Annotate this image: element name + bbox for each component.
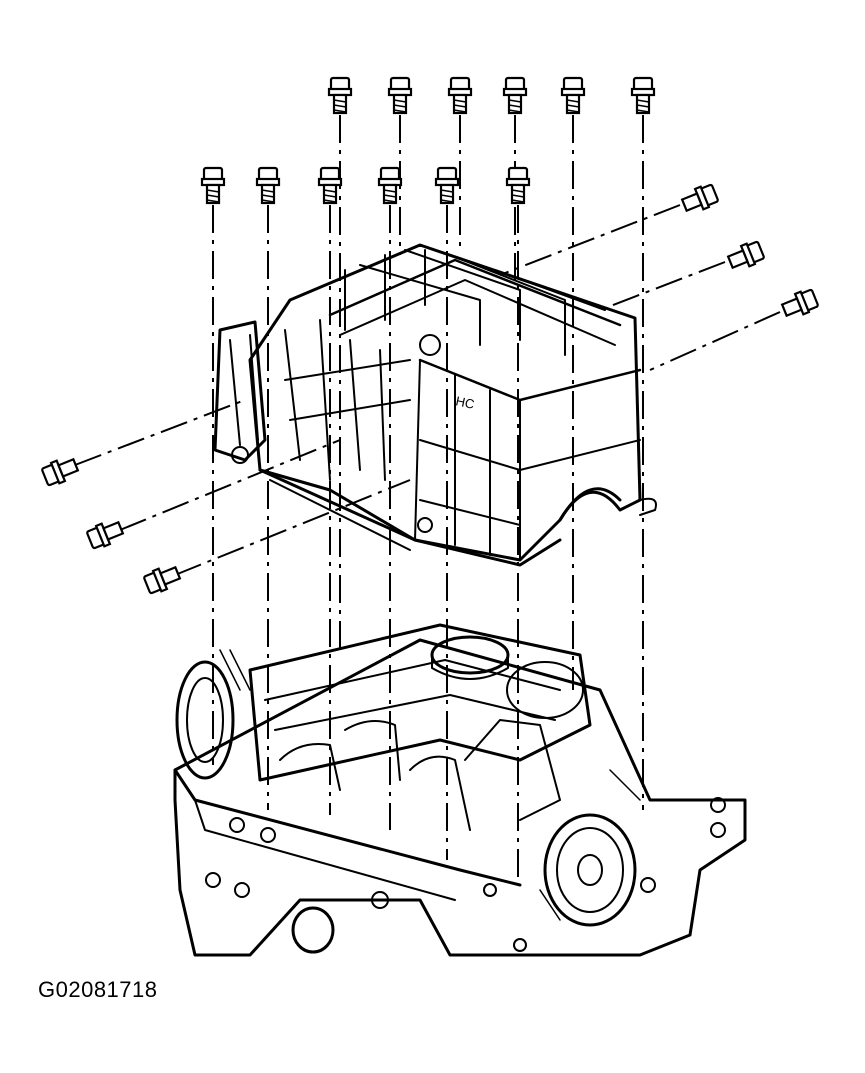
bolt-icon (377, 166, 403, 205)
bolt-icon (143, 565, 182, 595)
bolt-icon (560, 76, 586, 115)
bolt-icon (327, 76, 353, 115)
bolts-right-side (680, 183, 819, 318)
bolt-icon (317, 166, 343, 205)
bolt-icon (255, 166, 281, 205)
bolt-icon (447, 76, 473, 115)
bolt-icon (630, 76, 656, 115)
bolt-icon (200, 166, 226, 205)
manifold-cover: HC (213, 243, 657, 567)
exploded-view-diagram: HC (41, 76, 819, 957)
bolts-back-row (327, 76, 656, 115)
engine-block (173, 623, 747, 957)
bolt-icon (86, 520, 125, 550)
bolt-icon (387, 76, 413, 115)
guide-lines (74, 115, 781, 880)
bolts-left-side (41, 457, 182, 595)
bolt-icon (502, 76, 528, 115)
bolts-front-row (200, 166, 531, 205)
bolt-icon (434, 166, 460, 205)
bolt-icon (680, 183, 719, 213)
bolt-icon (726, 240, 765, 270)
bolt-icon (41, 457, 80, 487)
figure-id-label: G02081718 (38, 977, 158, 1002)
bolt-icon (505, 166, 531, 205)
bolt-icon (780, 288, 819, 318)
svg-text:HC: HC (454, 393, 475, 412)
